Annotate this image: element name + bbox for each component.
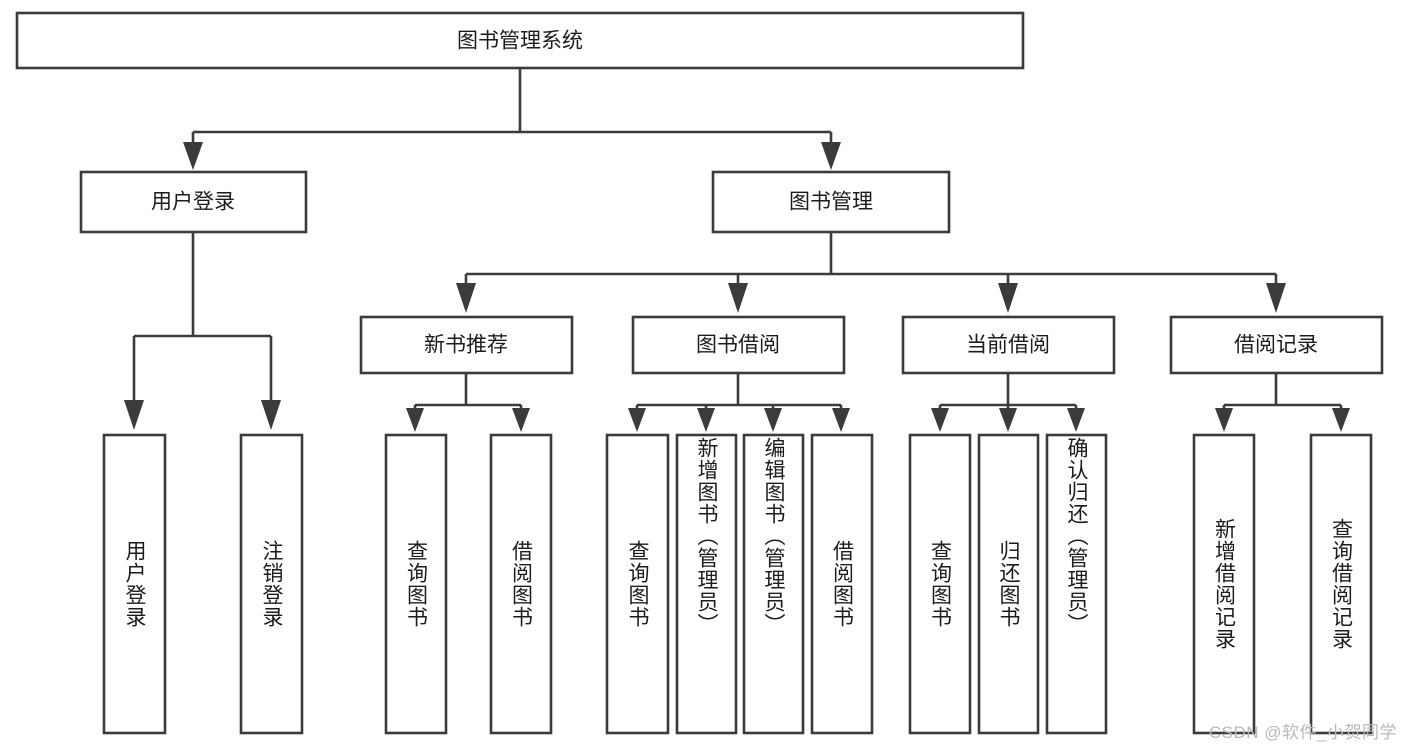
node-book-management-label: 图书管理: [789, 191, 873, 214]
leaf-book-borrow-4[interactable]: [810, 433, 874, 735]
node-borrow-record-label: 借阅记录: [1234, 334, 1318, 357]
leaf-user-login-1[interactable]: [102, 433, 167, 735]
leaf-borrow-record-1[interactable]: [1192, 433, 1256, 735]
connector-newbook-to-leaves: [406, 373, 530, 432]
node-root-label: 图书管理系统: [457, 30, 583, 53]
node-new-book-recommend[interactable]: [359, 315, 574, 375]
leaf-current-borrow-3[interactable]: [1045, 433, 1108, 735]
leaf-book-borrow-2[interactable]: [675, 433, 738, 735]
node-book-management[interactable]: [711, 170, 951, 234]
leaf-book-borrow-1[interactable]: [605, 433, 670, 735]
connector-userlogin-to-leaves: [124, 232, 281, 430]
node-book-borrow[interactable]: [631, 315, 846, 375]
node-new-book-recommend-label: 新书推荐: [424, 334, 508, 357]
node-current-borrow[interactable]: [901, 315, 1116, 375]
leaf-current-borrow-1[interactable]: [908, 433, 972, 735]
node-user-login-label: 用户登录: [151, 191, 235, 214]
node-current-borrow-label: 当前借阅: [966, 334, 1050, 357]
node-borrow-record[interactable]: [1169, 315, 1384, 375]
connector-borrowrecord-to-leaves: [1215, 373, 1350, 432]
connector-root-to-level2: [183, 68, 841, 170]
connector-bookborrow-to-leaves: [628, 373, 850, 432]
connector-currentborrow-to-leaves: [931, 373, 1085, 432]
leaf-book-borrow-3[interactable]: [742, 433, 805, 735]
leaf-current-borrow-2[interactable]: [977, 433, 1040, 735]
connector-bookmgmt-to-level3: [456, 232, 1286, 313]
leaf-user-login-2[interactable]: [239, 433, 304, 735]
leaf-new-book-1[interactable]: [384, 433, 448, 735]
leaf-borrow-record-2[interactable]: [1309, 433, 1373, 735]
csdn-watermark: CSDN @软件_小贺同学: [1208, 723, 1397, 742]
leaf-new-book-2[interactable]: [489, 433, 553, 735]
node-user-login[interactable]: [79, 170, 308, 234]
node-book-borrow-label: 图书借阅: [696, 334, 780, 357]
node-root[interactable]: [15, 11, 1025, 70]
